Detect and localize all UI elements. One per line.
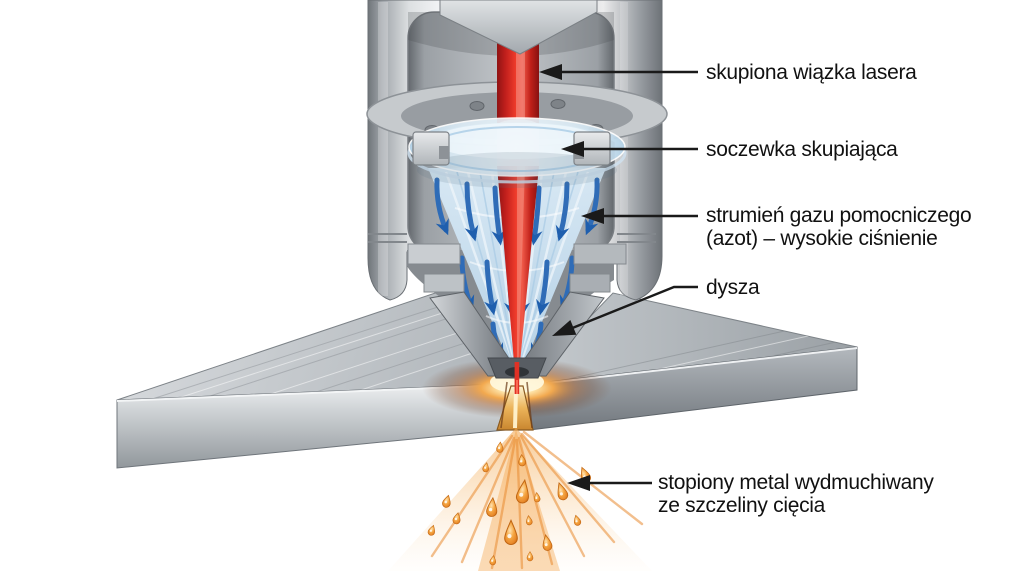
label-laser-beam: skupiona wiązka lasera xyxy=(706,61,917,84)
droplet-group xyxy=(427,441,591,566)
top-column xyxy=(439,0,598,55)
label-molten-line2: ze szczeliny cięcia xyxy=(658,494,826,517)
leader-nozzle xyxy=(559,285,698,335)
label-gas-line2: (azot) – wysokie ciśnienie xyxy=(706,227,938,250)
molten-spray xyxy=(388,428,652,571)
label-lens: soczewka skupiająca xyxy=(706,138,898,161)
leader-arrowheads xyxy=(539,64,604,491)
label-nozzle: dysza xyxy=(706,276,760,299)
housing-steps xyxy=(407,243,627,293)
focusing-lens xyxy=(407,117,627,188)
label-gas-line1: strumień gazu pomocniczego xyxy=(706,204,972,227)
ring-grooves xyxy=(368,233,656,243)
label-molten: stopiony metal wydmuchiwany ze szczeliny… xyxy=(658,471,934,517)
label-gas: strumień gazu pomocniczego (azot) – wyso… xyxy=(706,204,972,250)
body-highlight-left xyxy=(378,2,388,296)
label-molten-line1: stopiony metal wydmuchiwany xyxy=(658,471,934,494)
